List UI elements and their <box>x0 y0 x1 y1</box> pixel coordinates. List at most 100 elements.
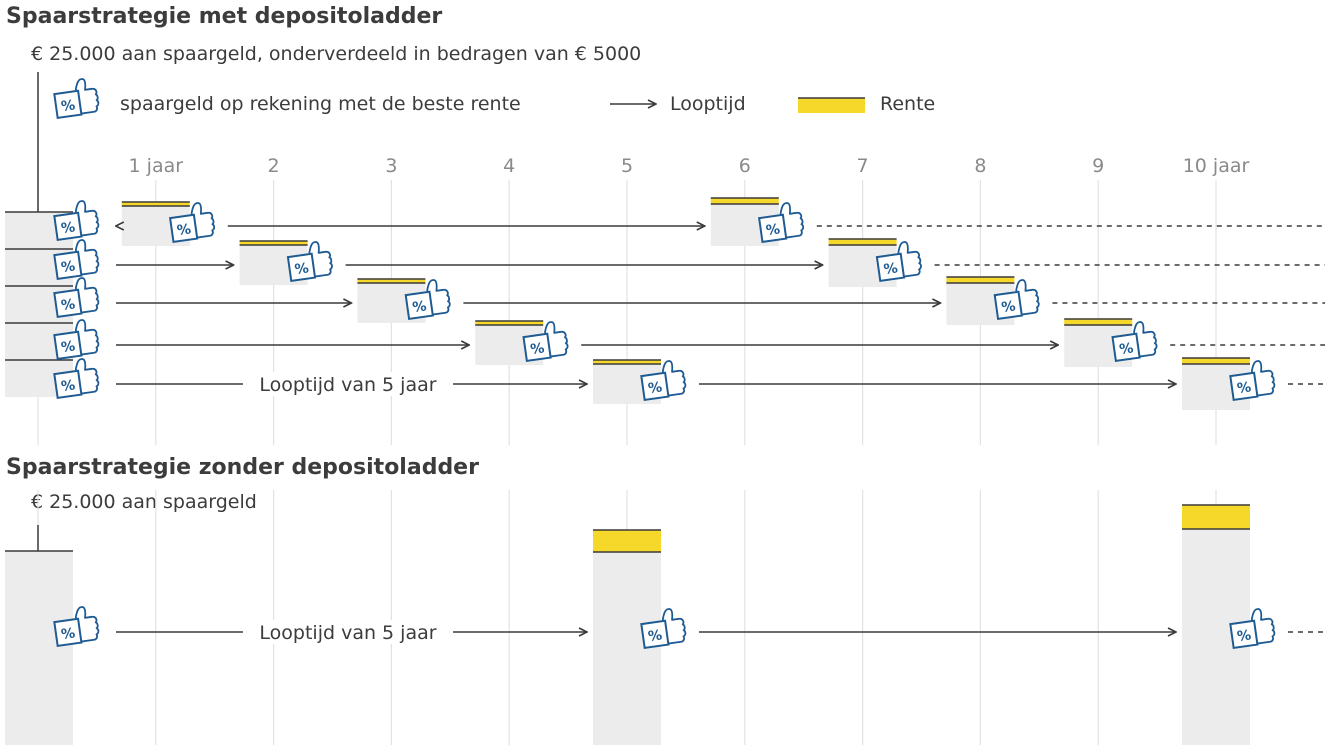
interest-bar <box>946 277 1015 283</box>
percent-glyph: % <box>1118 340 1134 358</box>
interest-bar <box>1182 358 1250 364</box>
icon-card <box>53 288 83 319</box>
initial-lump-block <box>5 551 73 745</box>
icon-card <box>993 290 1023 321</box>
year-label: 7 <box>857 155 869 177</box>
icon-card <box>53 617 83 648</box>
year-label: 5 <box>621 155 633 177</box>
percent-glyph: % <box>1236 379 1252 397</box>
tranche-start-icon: % <box>53 319 100 361</box>
percent-glyph: % <box>883 260 899 278</box>
thumb-shape <box>897 241 922 278</box>
percent-glyph: % <box>412 298 428 316</box>
icon-card <box>53 89 83 120</box>
thumb-shape <box>308 241 333 278</box>
thumb-shape <box>74 78 100 115</box>
icon-card <box>53 250 83 281</box>
interest-bar <box>710 198 779 204</box>
reinvest-icon: % <box>1111 321 1158 363</box>
legend-interest-swatch <box>798 98 865 113</box>
lump-start-icon: % <box>53 606 100 648</box>
icon-card <box>758 213 788 244</box>
percent-glyph: % <box>647 627 663 645</box>
lump-reinvest-icon: % <box>640 608 687 650</box>
year-label: 9 <box>1092 155 1104 177</box>
icon-card <box>875 252 906 283</box>
tranche-start-icon: % <box>53 358 100 400</box>
thumb-shape <box>74 277 100 314</box>
lump-reinvest-icon: % <box>1229 608 1276 650</box>
year-label: 6 <box>739 155 751 177</box>
interest-bar <box>1064 319 1133 325</box>
interest-bar <box>239 241 308 245</box>
thumb-shape <box>190 202 216 239</box>
icon-card <box>53 330 83 361</box>
percent-glyph: % <box>60 296 76 314</box>
tranche-start-icon: % <box>53 239 100 281</box>
lump-interest-year10 <box>1182 505 1250 529</box>
percent-glyph: % <box>1236 627 1252 645</box>
reinvest-icon: % <box>169 202 216 244</box>
lump-interest-year5 <box>593 530 661 552</box>
percent-glyph: % <box>60 219 76 237</box>
title-without-ladder: Spaarstrategie zonder depositoladder <box>6 455 479 480</box>
reinvest-icon: % <box>875 241 922 283</box>
thumb-shape <box>74 239 100 276</box>
term-label-bottom: Looptijd van 5 jaar <box>259 622 436 644</box>
icon-card <box>1229 619 1259 650</box>
percent-glyph: % <box>60 625 76 643</box>
term-label-top: Looptijd van 5 jaar <box>259 374 436 396</box>
thumb-shape <box>74 358 100 395</box>
thumb-shape <box>1015 279 1040 316</box>
percent-glyph: % <box>1001 298 1017 316</box>
percent-glyph: % <box>176 221 192 239</box>
reinvest-icon: % <box>1229 360 1276 402</box>
reinvest-icon: % <box>640 360 687 402</box>
year-label: 4 <box>503 155 515 177</box>
reinvest-icon: % <box>993 279 1040 321</box>
percent-glyph: % <box>60 377 76 395</box>
subtitle-with-ladder: € 25.000 aan spaargeld, onderverdeeld in… <box>31 43 642 65</box>
thumb-shape <box>74 200 100 237</box>
legend-savings-label: spaargeld op rekening met de beste rente <box>120 93 521 115</box>
term-label-bg-top <box>243 372 453 396</box>
thumb-shape <box>1250 360 1276 397</box>
percent-glyph: % <box>294 260 310 278</box>
title-with-ladder: Spaarstrategie met depositoladder <box>6 4 443 29</box>
icon-card <box>286 252 317 283</box>
thumb-shape <box>1133 321 1158 358</box>
tranche-start-icon: % <box>53 200 100 242</box>
reinvest-icon: % <box>404 279 451 321</box>
thumb-shape <box>661 608 687 645</box>
thumb-shape <box>426 279 451 316</box>
icon-card <box>53 211 83 242</box>
icon-card <box>1229 371 1259 402</box>
percent-glyph: % <box>60 338 76 356</box>
reinvest-icon: % <box>758 202 805 244</box>
percent-glyph: % <box>60 97 76 115</box>
icon-card <box>169 213 199 244</box>
year-label: 2 <box>268 155 280 177</box>
icon-card <box>640 619 670 650</box>
icon-card <box>53 369 83 400</box>
interest-bar <box>593 360 661 364</box>
term-label-bg-bottom <box>243 620 453 644</box>
legend-savings-icon: % <box>53 78 100 120</box>
lump-block-year5 <box>593 552 661 745</box>
legend-interest-label: Rente <box>880 93 936 115</box>
icon-card <box>522 332 552 363</box>
thumb-shape <box>1250 608 1276 645</box>
interest-bar <box>828 239 897 245</box>
interest-bar <box>357 279 426 283</box>
thumb-shape <box>661 360 687 397</box>
percent-glyph: % <box>765 221 781 239</box>
percent-glyph: % <box>529 340 545 358</box>
reinvest-icon: % <box>286 241 333 283</box>
year-label: 10 jaar <box>1183 155 1250 177</box>
percent-glyph: % <box>60 258 76 276</box>
icon-card <box>1111 332 1141 363</box>
tranche-start-icon: % <box>53 277 100 319</box>
thumb-shape <box>544 321 569 358</box>
thumb-shape <box>74 606 100 643</box>
